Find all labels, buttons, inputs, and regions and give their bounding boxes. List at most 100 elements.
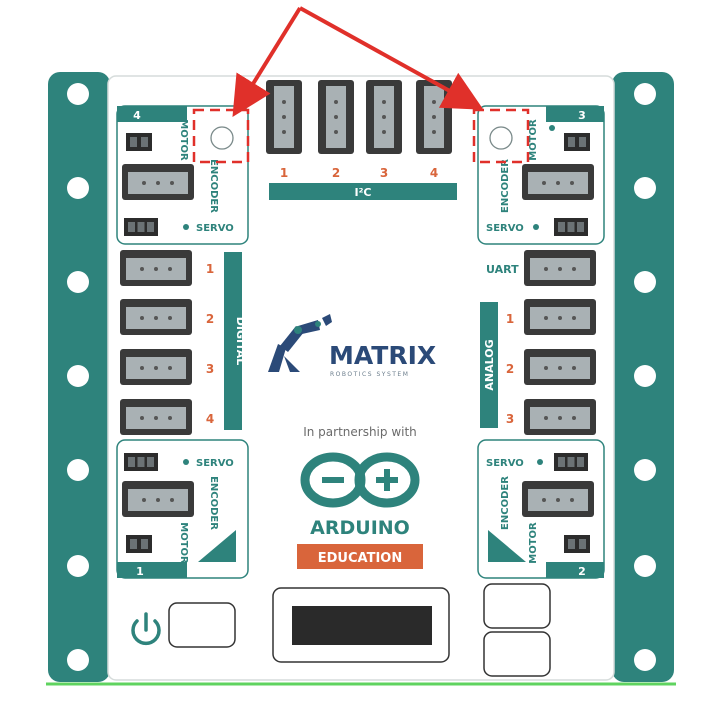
i2c-port-number: 4	[430, 166, 438, 180]
digital-port-number: 2	[206, 312, 214, 326]
uart-label: UART	[486, 263, 519, 276]
mounting-hole	[634, 177, 656, 199]
mounting-hole	[67, 649, 89, 671]
encoder-1-connector[interactable]	[122, 481, 194, 517]
button-upper[interactable]	[483, 583, 551, 629]
mounting-hole	[67, 271, 89, 293]
mounting-hole	[634, 459, 656, 481]
servo-4-pins[interactable]	[124, 218, 158, 236]
motor-1-pins[interactable]	[126, 535, 152, 553]
button-lower[interactable]	[483, 631, 551, 677]
mounting-hole	[634, 649, 656, 671]
digital-port-number: 4	[206, 412, 214, 426]
analog-label-bar	[480, 302, 498, 428]
i2c-port-number: 1	[280, 166, 288, 180]
arrow-icon	[232, 6, 302, 118]
servo-label: SERVO	[486, 458, 524, 469]
encoder-label: ENCODER	[500, 476, 511, 530]
motor-label: MOTOR	[178, 119, 189, 161]
servo-1-pins[interactable]	[124, 453, 158, 471]
motor-3-pins[interactable]	[564, 133, 590, 151]
analog-section: UART 1 2 3 ANALOG	[480, 250, 596, 435]
brand-name: MATRIX	[329, 341, 436, 370]
encoder-led-4	[210, 126, 234, 150]
brand-tagline: ROBOTICS SYSTEM	[330, 371, 409, 378]
mounting-hole	[67, 365, 89, 387]
i2c-label-bar	[269, 183, 457, 200]
mounting-hole	[67, 83, 89, 105]
matrix-logo: MATRIX ROBOTICS SYSTEM	[268, 314, 436, 378]
servo-label: SERVO	[196, 223, 234, 234]
i2c-port-2[interactable]	[318, 80, 354, 154]
arduino-infinity-icon	[300, 452, 420, 508]
encoder-3-connector[interactable]	[522, 164, 594, 200]
block-number: 2	[578, 565, 586, 578]
power-button[interactable]	[168, 602, 236, 648]
motor-label: MOTOR	[528, 522, 539, 564]
encoder-label: ENCODER	[208, 159, 219, 213]
encoder-led-3	[489, 126, 513, 150]
analog-port-number: 2	[506, 362, 514, 376]
uart-port[interactable]	[524, 250, 596, 286]
digital-port-number: 1	[206, 262, 214, 276]
digital-port-3[interactable]	[120, 349, 192, 385]
digital-label-bar	[224, 252, 242, 430]
digital-section: 1 2 3 4 DIGITAL	[120, 250, 247, 435]
mounting-hole	[67, 459, 89, 481]
motor-block-3: 3 MOTOR ENCODER SERVO	[477, 105, 605, 245]
mounting-hole	[634, 555, 656, 577]
analog-label: ANALOG	[483, 339, 496, 390]
analog-port-3[interactable]	[524, 399, 596, 435]
motor-block-1: SERVO ENCODER MOTOR 1	[116, 439, 249, 579]
encoder-2-connector[interactable]	[522, 481, 594, 517]
digital-label: DIGITAL	[234, 317, 247, 366]
analog-port-2[interactable]	[524, 349, 596, 385]
analog-port-number: 3	[506, 412, 514, 426]
servo-2-pins[interactable]	[554, 453, 588, 471]
mounting-hole	[67, 555, 89, 577]
motor-4-pins[interactable]	[126, 133, 152, 151]
digital-port-number: 3	[206, 362, 214, 376]
motor-block-2: SERVO ENCODER MOTOR 2	[477, 439, 605, 579]
encoder-label: ENCODER	[500, 159, 511, 213]
education-badge	[297, 544, 423, 569]
arduino-text: ARDUINO	[310, 517, 410, 539]
block-number: 3	[578, 109, 586, 122]
partnership-text: In partnership with	[303, 425, 417, 439]
mounting-hole	[634, 365, 656, 387]
i2c-port-number: 2	[332, 166, 340, 180]
i2c-section: 1 2 3 4 I²C	[266, 80, 457, 200]
motor-block-4: 4 MOTOR ENCODER SERVO	[116, 105, 249, 245]
analog-port-1[interactable]	[524, 299, 596, 335]
block-number: 1	[136, 565, 144, 578]
servo-label: SERVO	[486, 223, 524, 234]
digital-port-4[interactable]	[120, 399, 192, 435]
analog-port-number: 1	[506, 312, 514, 326]
mounting-holes	[67, 83, 656, 671]
encoder-4-connector[interactable]	[122, 164, 194, 200]
motor-label: MOTOR	[178, 522, 189, 564]
robot-arm-logo-icon	[268, 314, 332, 372]
motor-2-pins[interactable]	[564, 535, 590, 553]
servo-label: SERVO	[196, 458, 234, 469]
oled-display	[292, 606, 432, 645]
block-number: 4	[133, 109, 141, 122]
mounting-hole	[67, 177, 89, 199]
encoder-led-highlight-right	[472, 108, 530, 164]
i2c-port-1[interactable]	[266, 80, 302, 154]
motor-label: MOTOR	[528, 119, 539, 161]
servo-3-pins[interactable]	[554, 218, 588, 236]
mounting-hole	[634, 271, 656, 293]
digital-port-1[interactable]	[120, 250, 192, 286]
encoder-label: ENCODER	[208, 476, 219, 530]
encoder-led-highlight-left	[192, 108, 250, 164]
mounting-hole	[634, 83, 656, 105]
arrow-icon	[299, 6, 484, 110]
i2c-port-number: 3	[380, 166, 388, 180]
education-text: EDUCATION	[318, 551, 402, 566]
digital-port-2[interactable]	[120, 299, 192, 335]
power-icon[interactable]	[131, 612, 161, 646]
i2c-port-3[interactable]	[366, 80, 402, 154]
i2c-label: I²C	[355, 186, 372, 199]
